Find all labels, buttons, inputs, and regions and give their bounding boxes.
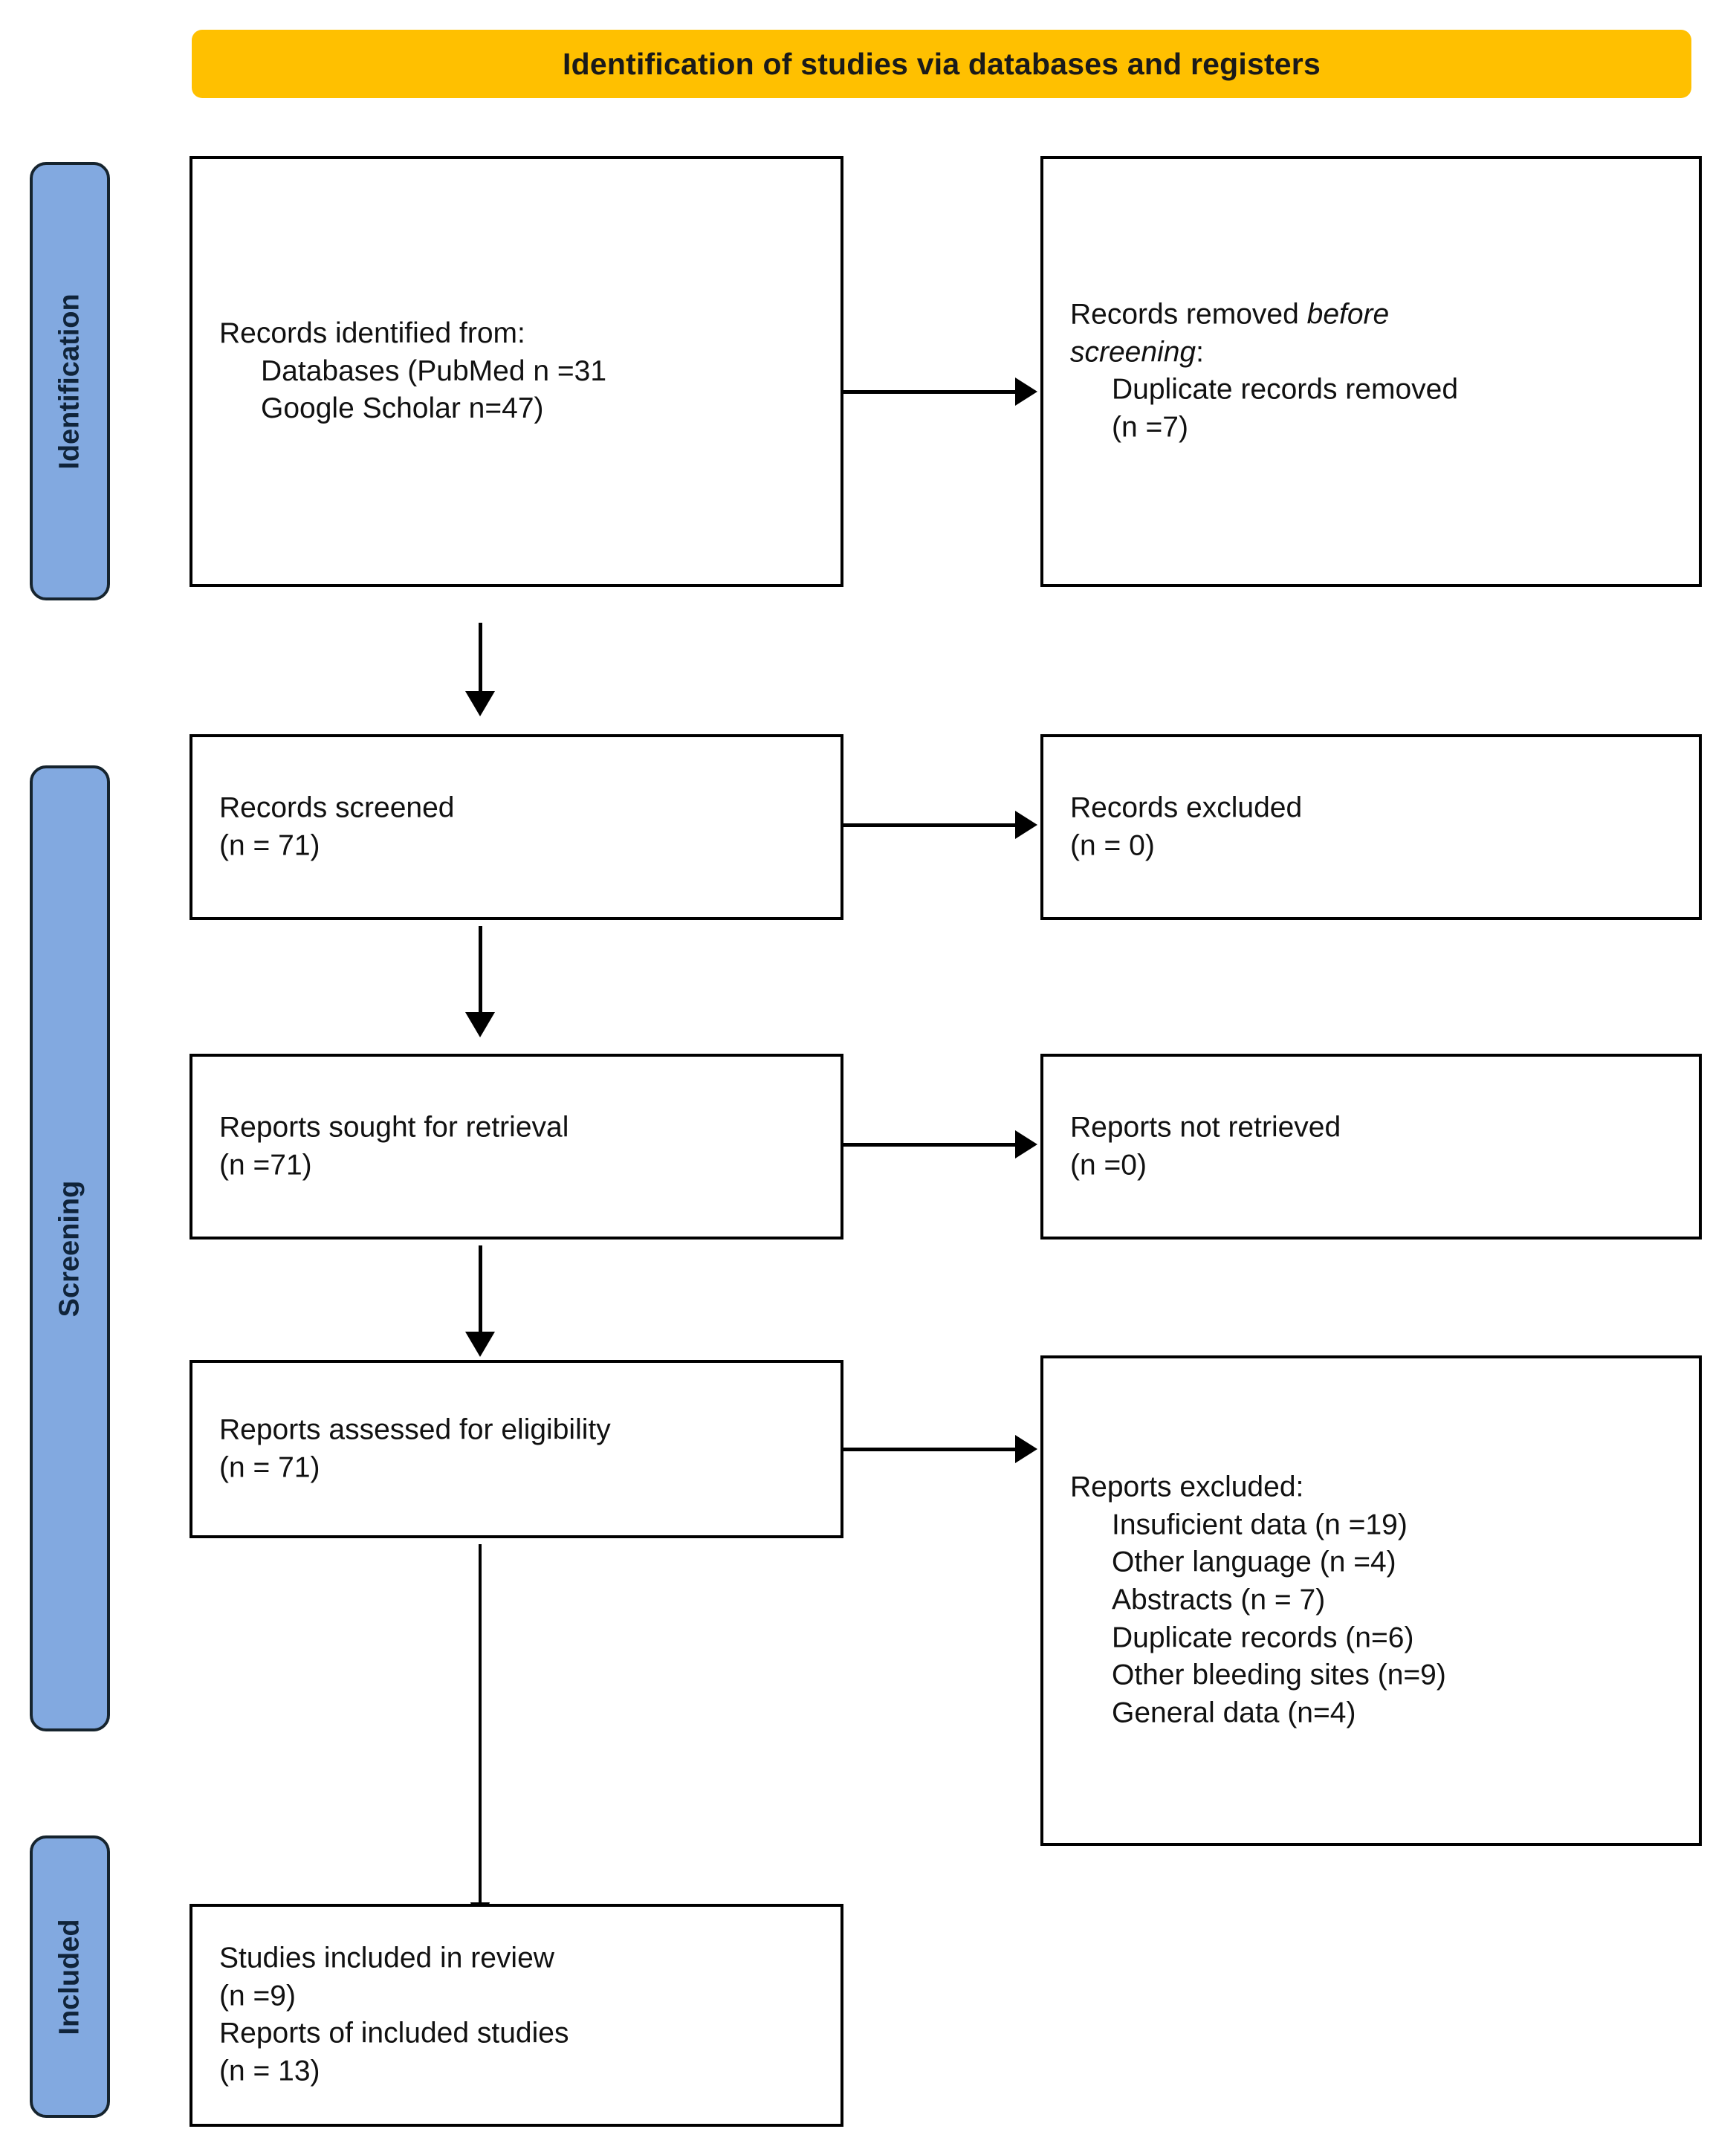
studies-included-line-3: Reports of included studies: [219, 2018, 569, 2049]
reports-excluded-reason: Abstracts (n = 7): [1112, 1584, 1326, 1616]
diagram-title: Identification of studies via databases …: [563, 46, 1321, 81]
box-reports-excluded: Reports excluded: Insuficient data (n =1…: [1040, 1355, 1702, 1846]
records-removed-colon: :: [1196, 336, 1204, 369]
arrow-sought-to-not-retrieved: [1015, 1130, 1037, 1159]
records-identified-line-3: Google Scholar n=47): [261, 392, 544, 425]
box-records-identified-content: Records identified from: Databases (PubM…: [219, 315, 827, 428]
box-records-screened: Records screened (n = 71): [190, 734, 843, 920]
arrow-screened-to-excluded: [1015, 811, 1037, 839]
records-excluded-line-1: Records excluded: [1070, 791, 1303, 824]
connector-screened-to-excluded: [843, 823, 1018, 827]
records-screened-line-1: Records screened: [219, 791, 455, 824]
studies-included-line-1: Studies included in review: [219, 1942, 554, 1974]
stage-tab-included: Included: [30, 1835, 110, 2118]
records-identified-line-2: Databases (PubMed n =31: [261, 354, 607, 387]
records-excluded-line-2: (n = 0): [1070, 829, 1155, 861]
stage-tab-included-label: Included: [54, 1918, 85, 2035]
reports-sought-line-2: (n =71): [219, 1149, 312, 1181]
box-records-identified: Records identified from: Databases (PubM…: [190, 156, 843, 587]
box-reports-not-retrieved: Reports not retrieved (n =0): [1040, 1054, 1702, 1240]
records-screened-line-2: (n = 71): [219, 829, 320, 861]
box-records-removed: Records removed before screening: Duplic…: [1040, 156, 1702, 587]
connector-assessed-to-reports-excluded: [843, 1448, 1018, 1451]
box-studies-included-content: Studies included in review (n =9) Report…: [219, 1940, 827, 2091]
reports-excluded-reason: Duplicate records (n=6): [1112, 1621, 1414, 1654]
box-reports-assessed-content: Reports assessed for eligibility (n = 71…: [219, 1411, 827, 1486]
studies-included-line-2: (n =9): [219, 1980, 296, 2012]
studies-included-line-4: (n = 13): [219, 2055, 320, 2087]
reports-assessed-line-1: Reports assessed for eligibility: [219, 1413, 611, 1446]
records-removed-italic-screening: screening: [1070, 336, 1196, 369]
reports-excluded-reason: General data (n=4): [1112, 1697, 1356, 1729]
connector-identified-to-screened: [479, 623, 482, 700]
box-reports-excluded-content: Reports excluded: Insuficient data (n =1…: [1070, 1469, 1685, 1733]
reports-sought-line-1: Reports sought for retrieval: [219, 1111, 569, 1144]
connector-screened-to-sought: [479, 926, 482, 1021]
box-records-removed-content: Records removed before screening: Duplic…: [1070, 296, 1685, 447]
box-reports-not-retrieved-content: Reports not retrieved (n =0): [1070, 1109, 1685, 1184]
stage-tab-identification-label: Identification: [54, 293, 85, 470]
connector-identified-to-removed: [843, 390, 1018, 394]
box-records-excluded: Records excluded (n = 0): [1040, 734, 1702, 920]
connector-sought-to-not-retrieved: [843, 1143, 1018, 1147]
box-studies-included: Studies included in review (n =9) Report…: [190, 1904, 843, 2127]
stage-tab-screening: Screening: [30, 765, 110, 1731]
connector-assessed-to-included: [479, 1544, 482, 1945]
reports-excluded-reason: Other bleeding sites (n=9): [1112, 1659, 1446, 1692]
diagram-header-banner: Identification of studies via databases …: [192, 30, 1691, 98]
arrow-sought-to-assessed: [465, 1332, 495, 1357]
reports-excluded-reason: Other language (n =4): [1112, 1546, 1396, 1578]
stage-tab-screening-label: Screening: [54, 1180, 85, 1317]
box-reports-sought-content: Reports sought for retrieval (n =71): [219, 1109, 827, 1184]
arrow-identified-to-screened: [465, 691, 495, 716]
records-removed-line-2: screening:: [1070, 334, 1685, 372]
connector-sought-to-assessed: [479, 1245, 482, 1341]
records-removed-line-4: (n =7): [1112, 411, 1188, 444]
arrow-screened-to-sought: [465, 1012, 495, 1037]
records-identified-line-1: Records identified from:: [219, 317, 525, 349]
box-records-excluded-content: Records excluded (n = 0): [1070, 789, 1685, 864]
box-records-screened-content: Records screened (n = 71): [219, 789, 827, 864]
records-removed-line-1: Records removed before: [1070, 296, 1685, 334]
records-removed-prefix: Records removed: [1070, 298, 1307, 331]
reports-not-retrieved-line-1: Reports not retrieved: [1070, 1111, 1341, 1144]
records-removed-italic-before: before: [1306, 298, 1390, 331]
box-reports-sought: Reports sought for retrieval (n =71): [190, 1054, 843, 1240]
records-removed-line-3: Duplicate records removed: [1112, 374, 1459, 406]
arrow-identified-to-removed: [1015, 377, 1037, 406]
reports-not-retrieved-line-2: (n =0): [1070, 1149, 1147, 1181]
stage-tab-identification: Identification: [30, 162, 110, 600]
reports-assessed-line-2: (n = 71): [219, 1451, 320, 1483]
reports-excluded-heading: Reports excluded:: [1070, 1471, 1304, 1503]
arrow-assessed-to-reports-excluded: [1015, 1435, 1037, 1463]
box-reports-assessed: Reports assessed for eligibility (n = 71…: [190, 1360, 843, 1538]
reports-excluded-reason: Insuficient data (n =19): [1112, 1509, 1408, 1541]
